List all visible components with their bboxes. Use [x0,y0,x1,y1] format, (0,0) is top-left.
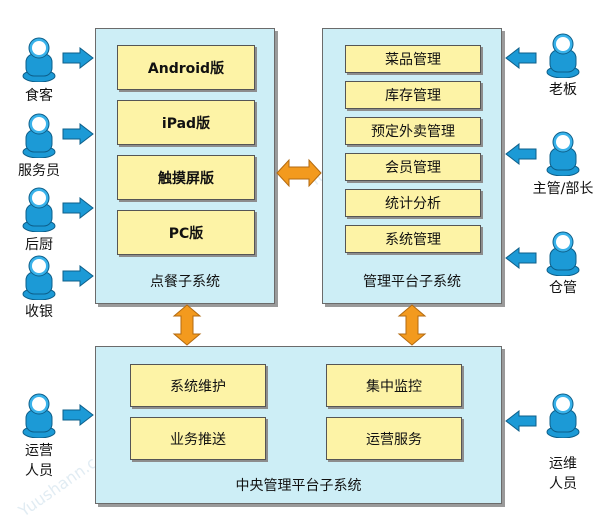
module-statistics: 统计分析 [345,189,481,217]
arrow-right-icon [62,123,94,145]
arrow-left-icon [505,143,537,165]
arrow-left-icon [505,247,537,269]
actor-label-waiter: 服务员 [18,163,60,179]
arrow-right-icon [62,47,94,69]
module-inventory-management: 库存管理 [345,81,481,109]
actor-label-warehouse: 仓管 [549,280,577,296]
person-icon [546,131,580,176]
module-pc: PC版 [117,210,255,255]
module-dish-management: 菜品管理 [345,45,481,73]
person-icon [546,33,580,78]
central-subsystem-title: 中央管理平台子系统 [235,478,362,494]
person-icon [22,393,56,438]
module-business-push: 业务推送 [130,417,266,460]
person-icon [22,37,56,82]
person-icon [546,393,580,438]
module-system-maintenance: 系统维护 [130,364,266,407]
management-subsystem-panel: 菜品管理 库存管理 预定外卖管理 会员管理 统计分析 系统管理 管理平台子系统 [322,28,502,304]
module-system-management: 系统管理 [345,225,481,253]
actor-label-cashier: 收银 [25,304,53,320]
actor-label-kitchen: 后厨 [25,237,53,253]
person-icon [546,231,580,276]
management-subsystem-title: 管理平台子系统 [363,274,461,290]
actor-label-boss: 老板 [549,82,577,98]
arrow-right-icon [62,404,94,426]
actor-label-diner: 食客 [25,88,53,104]
person-icon [22,255,56,300]
arrow-right-icon [62,265,94,287]
actor-label-maintenance-line2: 人员 [549,476,577,492]
module-member-management: 会员管理 [345,153,481,181]
bidirectional-arrow-vertical-right [397,304,427,346]
actor-label-operations-line2: 人员 [25,463,53,479]
actor-label-maintenance-line1: 运维 [549,456,577,472]
arrow-right-icon [62,197,94,219]
arrow-left-icon [505,47,537,69]
bidirectional-arrow-horizontal [276,158,322,188]
module-central-monitoring: 集中监控 [326,364,462,407]
module-operation-service: 运营服务 [326,417,462,460]
bidirectional-arrow-vertical-left [172,304,202,346]
module-touchscreen: 触摸屏版 [117,155,255,200]
actor-label-operations-line1: 运营 [25,443,53,459]
arrow-left-icon [505,410,537,432]
person-icon [22,187,56,232]
ordering-subsystem-title: 点餐子系统 [150,274,220,290]
module-ipad: iPad版 [117,100,255,145]
module-android: Android版 [117,45,255,90]
ordering-subsystem-panel: Android版 iPad版 触摸屏版 PC版 点餐子系统 [95,28,275,304]
person-icon [22,113,56,158]
module-reservation-takeout: 预定外卖管理 [345,117,481,145]
central-subsystem-panel: 系统维护 集中监控 业务推送 运营服务 中央管理平台子系统 [95,346,502,504]
actor-label-supervisor: 主管/部长 [532,181,594,197]
